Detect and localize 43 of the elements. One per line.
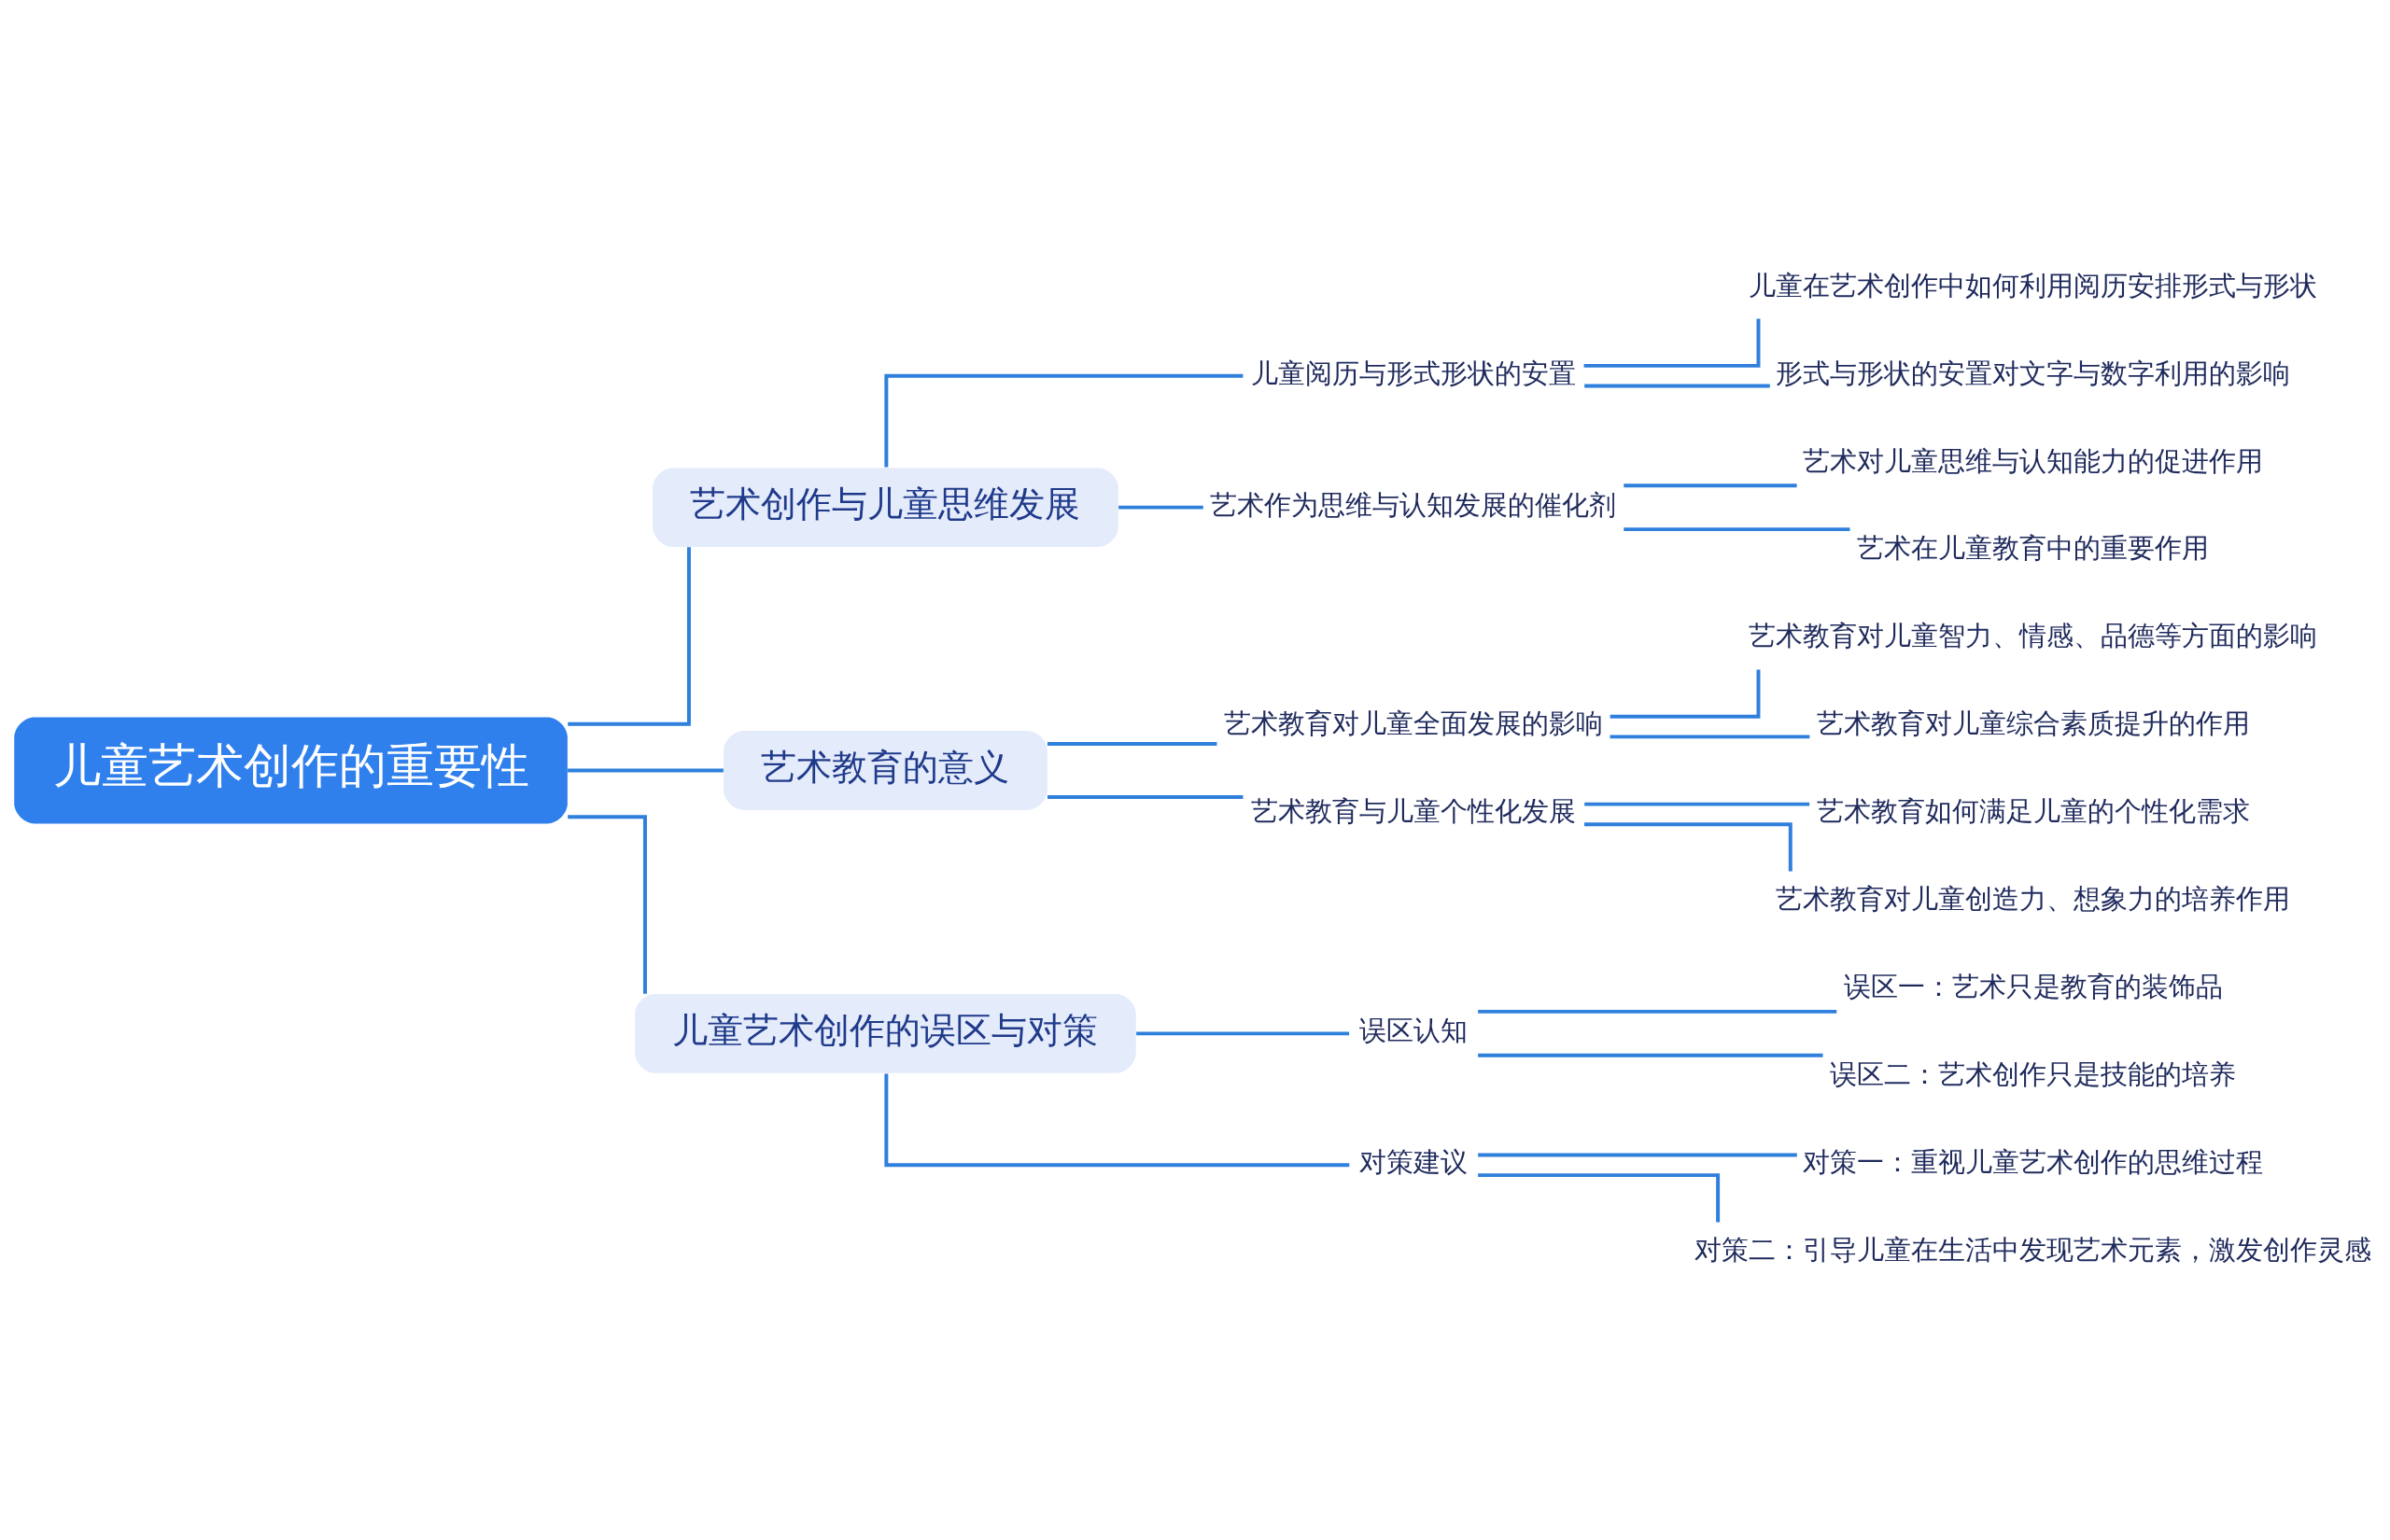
node-text: 误区二：艺术创作只是技能的培养 [1830,1057,2237,1090]
node-box: 儿童艺术创作的重要性 [14,717,568,823]
node-text: 艺术在儿童教育中的重要作用 [1857,531,2210,564]
connector [1478,1172,1721,1222]
node-text: 对策建议 [1358,1145,1468,1178]
connector [1584,821,1792,872]
node-text: 形式与形状的安置对文字与数字利用的影响 [1776,357,2291,389]
node-text: 艺术教育对儿童创造力、想象力的培养作用 [1776,882,2291,915]
connector [1584,802,1810,806]
node-text: 对策一：重视儿童艺术创作的思维过程 [1803,1145,2264,1178]
connector [1584,384,1770,388]
connector [1118,505,1203,510]
node-text: 误区认知 [1358,1014,1468,1046]
connector [1610,734,1810,738]
node-text: 儿童阅历与形式形状的安置 [1250,357,1576,389]
node-text: 艺术对儿童思维与认知能力的促进作用 [1803,444,2264,477]
node-text: 儿童在艺术创作中如何利用阅历安排形式与形状 [1749,269,2318,301]
node-box: 艺术创作与儿童思维发展 [653,467,1118,547]
node-text: 艺术教育与儿童个性化发展 [1250,794,1576,827]
connector [568,546,691,726]
connector [1583,318,1761,368]
connector [884,373,1244,468]
connector [884,1072,1350,1167]
connector [1047,741,1217,746]
node-text: 误区一：艺术只是教育的装饰品 [1843,970,2223,1002]
node-box: 艺术教育的意义 [724,730,1047,810]
connector [1478,1152,1797,1156]
node-text: 艺术教育对儿童全面发展的影响 [1223,707,1603,739]
connector [1478,1009,1837,1014]
node-text: 艺术教育如何满足儿童的个性化需求 [1816,794,2250,827]
connector [1136,1030,1350,1035]
connector [1624,483,1797,487]
node-text: 艺术教育对儿童智力、情感、品德等方面的影响 [1749,619,2318,651]
connector [568,814,647,994]
node-text: 艺术教育对儿童综合素质提升的作用 [1816,707,2250,739]
connector [1610,668,1761,719]
connector [1047,794,1244,799]
node-text: 对策二：引导儿童在生活中发现艺术元素，激发创作灵感 [1694,1233,2372,1266]
node-text: 艺术作为思维与认知发展的催化剂 [1210,488,1617,520]
connector [1478,1053,1823,1057]
connector [568,768,724,772]
node-box: 儿童艺术创作的误区与对策 [635,993,1136,1073]
connector [1624,526,1850,531]
